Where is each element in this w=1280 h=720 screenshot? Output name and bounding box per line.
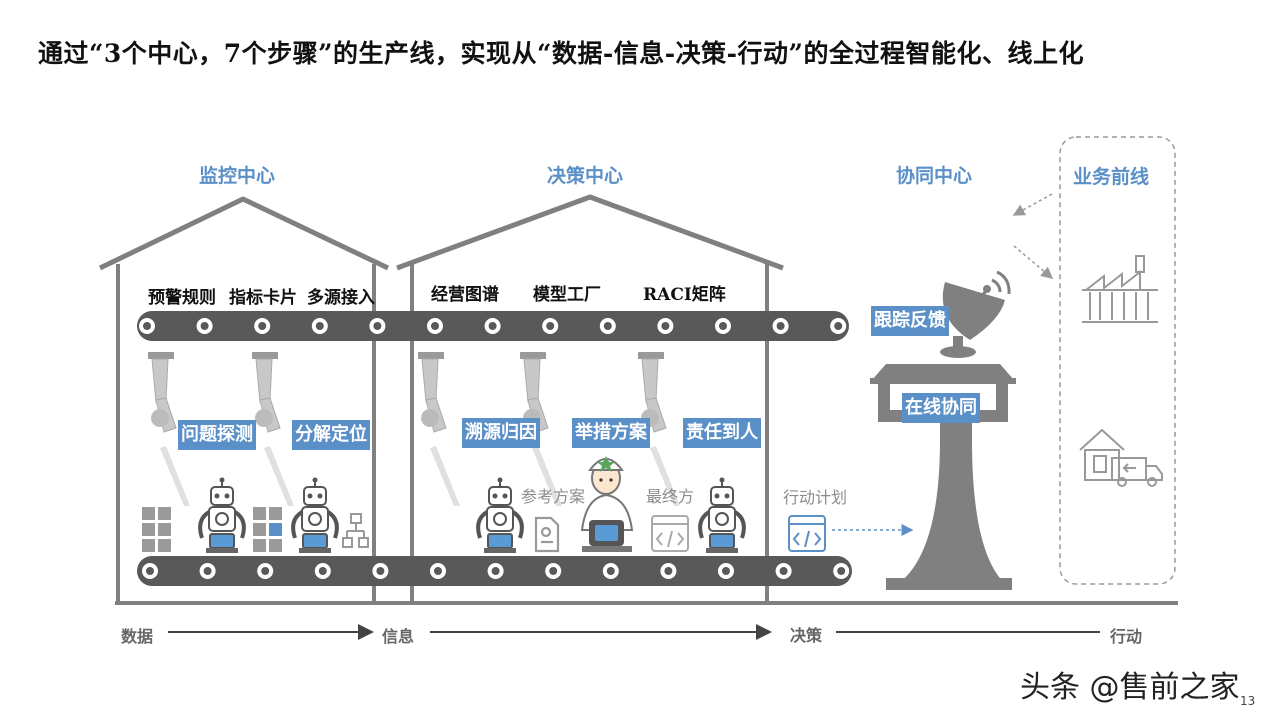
center-monitor: 监控中心 (199, 165, 276, 187)
flow-decision: 决策 (790, 626, 823, 645)
step-responsibility: 责任到人 (683, 418, 761, 448)
frontline-arrow-out (1013, 245, 1054, 279)
roller (257, 563, 274, 579)
step-trace-cause: 溯源归因 (462, 418, 540, 448)
control-tower (870, 336, 1016, 590)
step-online-collab: 在线协同 (902, 393, 980, 423)
frontline-box (1059, 136, 1176, 585)
robot-icon (291, 477, 339, 553)
code-window-icon (651, 515, 689, 552)
factory-icon (1082, 255, 1158, 323)
robot-icon (476, 477, 524, 553)
robotic-arm (520, 352, 562, 506)
roller (142, 563, 158, 579)
robotic-arm (418, 352, 460, 506)
human-figure-icon (580, 456, 634, 552)
data-grid-icon (142, 507, 171, 552)
roller (775, 563, 792, 579)
action-plan-icon (788, 515, 826, 552)
roller (369, 318, 386, 334)
roller (718, 563, 734, 579)
roller (833, 563, 850, 579)
roller (199, 563, 216, 579)
center-decision: 决策中心 (547, 165, 624, 187)
delivery-truck-icon (1079, 428, 1163, 487)
label-warning-rules: 预警规则 (148, 288, 216, 308)
satellite-dish-icon (942, 270, 1011, 340)
robotic-arm (148, 352, 190, 506)
artifact-action-plan: 行动计划 (783, 488, 848, 507)
roller (314, 563, 331, 579)
artifact-final-plan: 最终方 (646, 487, 695, 506)
center-collab: 协同中心 (896, 165, 973, 187)
document-icon (534, 516, 560, 553)
label-raci: RACI矩阵 (643, 285, 726, 305)
roller (196, 318, 213, 334)
roller (430, 563, 446, 579)
step-decompose: 分解定位 (292, 420, 370, 450)
roller (487, 563, 504, 579)
roller (602, 563, 619, 579)
roller (484, 318, 501, 334)
frontline-arrow-in (1012, 193, 1053, 216)
artifact-reference-plan: 参考方案 (521, 487, 586, 506)
conveyor-bottom (137, 556, 852, 586)
robotic-arm (252, 352, 294, 506)
center-frontline: 业务前线 (1073, 166, 1150, 188)
slide-title: 通过“3个中心，7个步骤”的生产线，实现从“数据-信息-决策-行动”的全过程智能… (38, 39, 1084, 68)
label-indicator-cards: 指标卡片 (229, 288, 297, 308)
page-number: 13 (1240, 694, 1256, 708)
roller (139, 318, 155, 334)
roller (830, 318, 847, 334)
flow-action: 行动 (1110, 627, 1143, 646)
roller (772, 318, 789, 334)
roller (715, 318, 731, 334)
data-grid-icon-2 (253, 507, 282, 552)
network-icon (342, 513, 369, 548)
roller (599, 318, 616, 334)
roller (542, 318, 559, 334)
label-business-graph: 经营图谱 (431, 285, 499, 305)
label-multi-source: 多源接入 (307, 288, 375, 308)
monitor-roof (98, 196, 390, 271)
roller (372, 563, 389, 579)
roller (254, 318, 271, 334)
label-model-factory: 模型工厂 (533, 285, 601, 305)
decision-roof (396, 194, 784, 271)
roller (545, 563, 562, 579)
step-problem-detect: 问题探测 (178, 420, 256, 450)
conveyor-top (137, 311, 849, 341)
robot-icon (698, 477, 746, 553)
watermark: 头条 @售前之家 (1020, 670, 1240, 705)
step-measures: 举措方案 (572, 418, 650, 448)
flow-data: 数据 (121, 627, 154, 646)
robotic-arm (638, 352, 680, 506)
step-tracking: 跟踪反馈 (871, 306, 949, 336)
roller (657, 318, 674, 334)
roller (660, 563, 677, 579)
flow-info: 信息 (382, 627, 415, 646)
roller (311, 318, 328, 334)
robot-icon (198, 477, 246, 553)
roller (427, 318, 443, 334)
